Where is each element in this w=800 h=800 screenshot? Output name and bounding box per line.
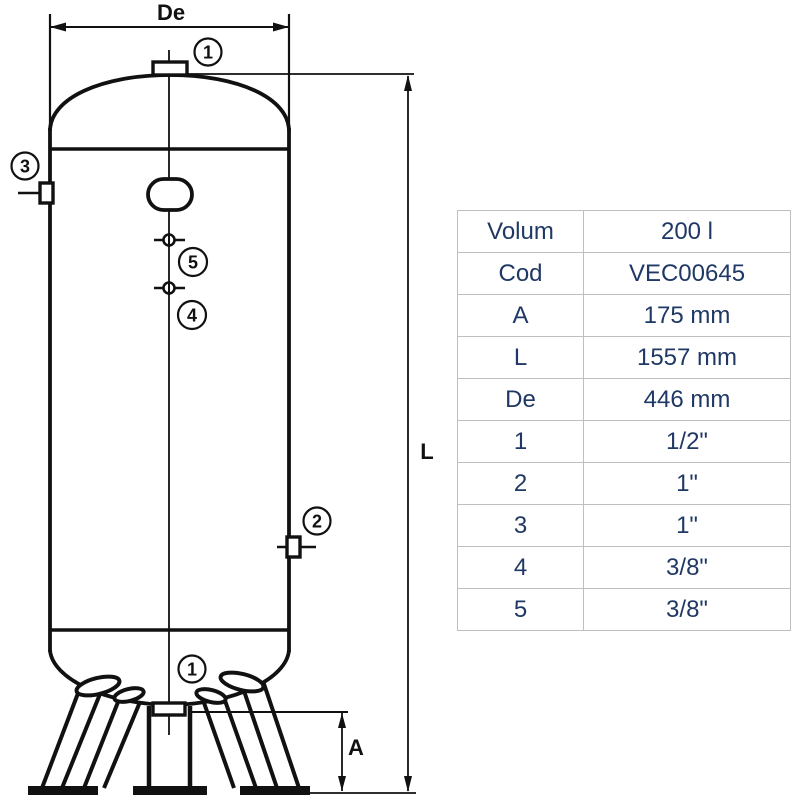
spec-value: 200 l — [583, 210, 791, 253]
callout-top-port: 1 — [193, 37, 223, 67]
tank-body — [48, 50, 291, 735]
callout-circle — [177, 654, 207, 684]
callout-bottom-port: 1 — [177, 654, 207, 684]
l-dimension — [188, 73, 416, 794]
leg-flange-ellipse — [218, 670, 266, 694]
table-row: 1 1/2" — [457, 420, 791, 463]
callout-right-port: 2 — [302, 506, 332, 536]
table-row: De 446 mm — [457, 378, 791, 421]
callout-upper-center-port: 5 — [177, 246, 209, 278]
right-leg-line — [221, 694, 258, 789]
callout-number: 5 — [188, 253, 198, 273]
right-leg-line — [241, 687, 279, 789]
spec-label: Cod — [457, 252, 584, 295]
a-dimension — [188, 711, 348, 791]
spec-value: 1557 mm — [583, 336, 791, 379]
spec-label: 5 — [457, 588, 584, 631]
callout-circle — [302, 506, 332, 536]
spec-table: Volum 200 l Cod VEC00645 A 175 mm L 1557… — [457, 210, 791, 631]
spec-value: 1" — [583, 504, 791, 547]
left-leg-line — [102, 701, 142, 789]
table-row: L 1557 mm — [457, 336, 791, 379]
arrowhead-right — [273, 22, 289, 32]
leg-flange-ellipse — [194, 687, 228, 705]
right-leg-line — [261, 680, 301, 789]
foot-pad-left — [28, 786, 98, 795]
callout-left-port: 3 — [10, 151, 40, 181]
right-leg-line — [201, 699, 236, 789]
table-row: Cod VEC00645 — [457, 252, 791, 295]
spec-value: VEC00645 — [583, 252, 791, 295]
table-row: 3 1" — [457, 504, 791, 547]
callout-number: 4 — [187, 306, 197, 326]
callout-circle — [193, 37, 223, 67]
spec-label: De — [457, 378, 584, 421]
spec-value: 1/2" — [583, 420, 791, 463]
de-dimension-label: De — [157, 0, 185, 25]
table-row: Volum 200 l — [457, 210, 791, 253]
right-port-fitting — [285, 535, 302, 559]
lower-center-port-fitting — [154, 281, 185, 295]
top-port-fitting — [151, 60, 189, 77]
foot-pad-center — [133, 786, 207, 795]
callout-number: 3 — [20, 157, 30, 177]
spec-label: A — [457, 294, 584, 337]
spec-label: Volum — [457, 210, 584, 253]
spec-value: 446 mm — [583, 378, 791, 421]
left-leg-line — [82, 696, 122, 789]
arrowhead-up — [404, 75, 412, 91]
table-row: A 175 mm — [457, 294, 791, 337]
spec-label: 4 — [457, 546, 584, 589]
arrowhead-left — [50, 22, 66, 32]
l-dimension-label: L — [420, 439, 433, 464]
spec-label: 3 — [457, 504, 584, 547]
callout-circle — [176, 299, 208, 331]
spec-value: 1" — [583, 462, 791, 505]
spec-label: 1 — [457, 420, 584, 463]
table-row: 2 1" — [457, 462, 791, 505]
table-row: 4 3/8" — [457, 546, 791, 589]
leg-flange-ellipse — [74, 674, 122, 698]
callout-circle — [177, 246, 209, 278]
callout-number: 1 — [203, 43, 213, 63]
spec-value: 175 mm — [583, 294, 791, 337]
arrowhead-down — [404, 776, 412, 792]
arrowhead-up — [338, 713, 346, 728]
callout-number: 2 — [312, 512, 322, 532]
support-legs — [28, 670, 310, 795]
de-dimension — [48, 14, 291, 132]
manway-oval — [146, 177, 194, 212]
upper-center-port-fitting — [154, 233, 185, 247]
bottom-port-fitting — [151, 701, 187, 717]
spec-value: 3/8" — [583, 588, 791, 631]
left-leg-line — [60, 693, 102, 789]
table-row: 5 3/8" — [457, 588, 791, 631]
leg-flange-ellipse — [112, 686, 146, 704]
callout-number: 1 — [187, 660, 197, 680]
left-leg-line — [40, 687, 82, 789]
spec-label: L — [457, 336, 584, 379]
a-dimension-label: A — [348, 735, 364, 760]
spec-value: 3/8" — [583, 546, 791, 589]
left-port-fitting — [38, 181, 55, 205]
spec-label: 2 — [457, 462, 584, 505]
callout-lower-center-port: 4 — [176, 299, 208, 331]
callout-circle — [10, 151, 40, 181]
arrowhead-down — [338, 776, 346, 791]
foot-pad-right — [240, 786, 310, 795]
